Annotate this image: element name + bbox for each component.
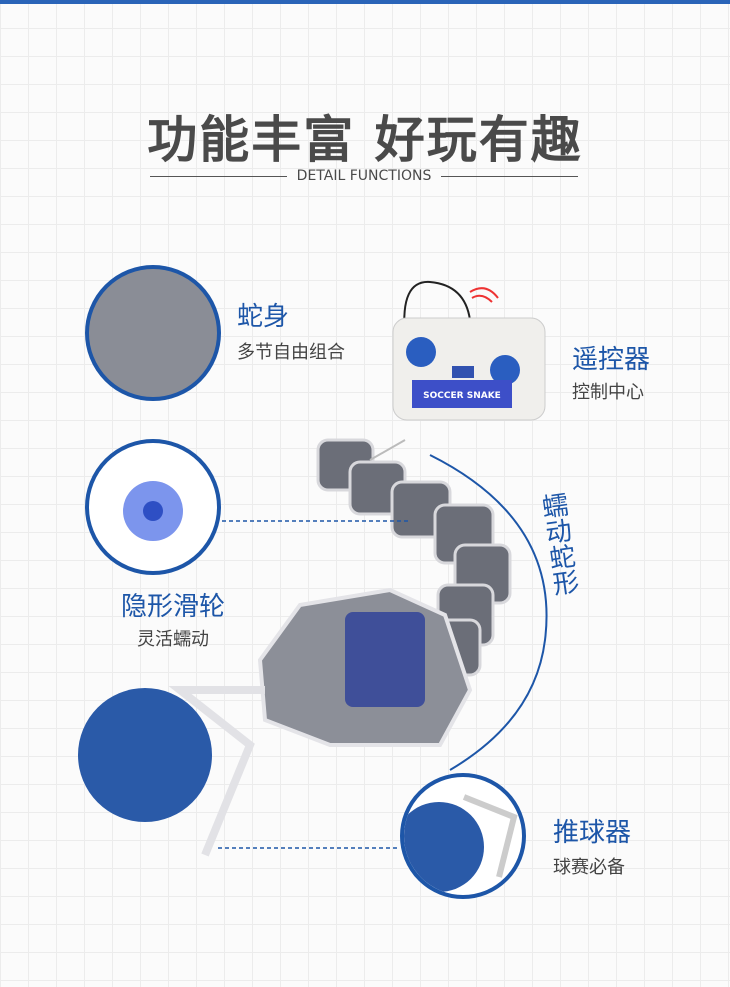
snake-body-closeup (85, 265, 221, 401)
remote-label-plate (412, 380, 512, 408)
feature-label-body: 蛇身 (237, 302, 290, 332)
pulley-wheel-icon (123, 481, 183, 541)
soccer-ball (78, 688, 212, 822)
pusher-arm (168, 686, 265, 857)
feature-desc-body: 多节自由组合 (237, 342, 345, 363)
divider-left (150, 175, 287, 177)
top-accent-bar (0, 0, 730, 4)
page-title: 功能丰富 好玩有趣 (147, 111, 583, 169)
divider-right (441, 175, 578, 177)
power-switch (452, 366, 474, 378)
left-joystick (406, 337, 436, 367)
pulley-closeup (85, 439, 221, 575)
remote-cable (369, 439, 406, 461)
antenna-wire (403, 280, 471, 336)
feature-label-pusher: 推球器 (553, 818, 632, 848)
feature-desc-pusher: 球赛必备 (553, 857, 625, 878)
feature-desc-pulley: 灵活蠕动 (137, 629, 209, 650)
remote-brand-text: SOCCER SNAKE (423, 391, 501, 401)
pusher-closeup (400, 773, 526, 899)
signal-icon (469, 287, 499, 303)
subtitle-row: DETAIL FUNCTIONS (150, 168, 578, 184)
right-joystick (490, 355, 520, 385)
motion-arc (429, 454, 548, 771)
page-subtitle: DETAIL FUNCTIONS (296, 168, 432, 184)
feature-desc-remote: 控制中心 (572, 382, 644, 403)
feature-label-pulley: 隐形滑轮 (120, 592, 225, 622)
feature-label-remote: 遥控器 (572, 345, 651, 375)
pusher-ball-image (404, 794, 518, 892)
snake-motor (345, 612, 425, 707)
